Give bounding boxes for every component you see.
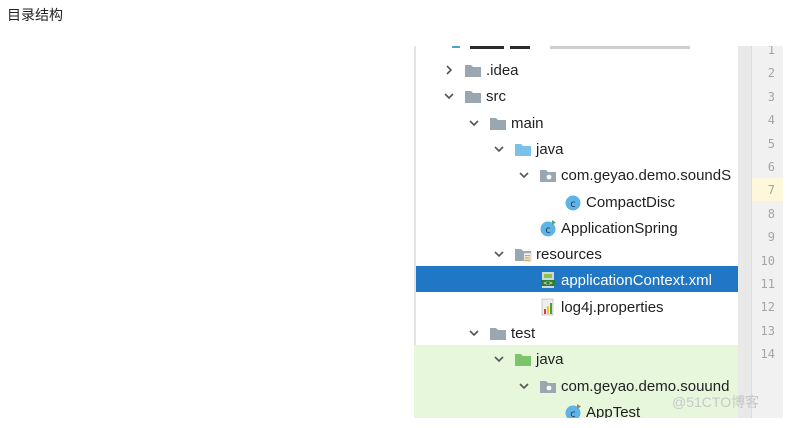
tree-row-label: CompactDisc [586,193,676,211]
properties-file-icon [539,298,557,316]
svg-text:c: c [545,225,551,236]
line-number: 2 [767,66,775,80]
no-chevron [517,221,531,235]
svg-text:c: c [570,199,576,210]
line-number: 1 [767,46,775,57]
test-class-icon: c [564,403,582,418]
tree-row-label: resources [536,245,602,263]
package-icon [539,166,557,184]
tree-row[interactable]: java [414,136,783,162]
svg-text:c: c [570,409,576,418]
test-folder-icon [514,350,532,368]
watermark: @51CTO博客 [672,394,760,410]
tree-row[interactable]: main [414,110,783,136]
line-number: 11 [760,277,775,291]
chevron-right-icon[interactable] [442,63,456,77]
line-number: 9 [767,230,775,244]
xml-file-icon: <> [539,271,557,289]
no-chevron [542,405,556,418]
line-number: 7 [767,183,775,197]
no-chevron [542,195,556,209]
page-heading: 目录结构 [7,7,63,23]
tree-row[interactable]: <> applicationContext.xml [414,267,783,293]
source-folder-icon [514,140,532,158]
folder-icon [464,61,482,79]
chevron-down-icon[interactable] [517,379,531,393]
line-number: 3 [767,90,775,104]
tree-row-label: java [536,140,564,158]
line-number: 14 [760,347,775,361]
tree-row-label: com.geyao.demo.soundS [561,166,732,184]
chevron-down-icon[interactable] [517,168,531,182]
line-number: 10 [760,254,775,268]
tree-row-label: main [511,114,544,132]
tree-row-label: java [536,350,564,368]
cut-off-root-row [450,46,730,49]
tree-row[interactable]: c ApplicationSpring [414,215,783,241]
line-number: 13 [760,324,775,338]
line-number: 12 [760,300,775,314]
tree-row[interactable]: c CompactDisc [414,189,783,215]
line-number: 4 [767,113,775,127]
tree-row[interactable]: java [414,346,783,372]
tree-row[interactable]: resources [414,241,783,267]
tree-row[interactable]: log4j.properties [414,294,783,320]
tree-row[interactable]: com.geyao.demo.souund [414,373,783,399]
svg-text:<>: <> [543,280,553,287]
tree-row[interactable]: src [414,83,766,109]
no-chevron [517,300,531,314]
tree-row[interactable]: test [414,320,783,346]
tree-row[interactable]: com.geyao.demo.soundS [414,162,783,188]
line-number: 8 [767,207,775,221]
test-scope-highlight [414,345,752,418]
tree-row-label: ApplicationSpring [561,219,678,237]
scrollbar-track[interactable] [738,46,751,418]
folder-icon [489,324,507,342]
tree-row-label: src [486,87,506,105]
folder-icon [489,114,507,132]
resources-folder-icon [514,245,532,263]
chevron-down-icon[interactable] [492,247,506,261]
tree-row-label: test [511,324,536,342]
chevron-down-icon[interactable] [467,116,481,130]
tree-row[interactable]: .idea [414,57,766,83]
chevron-down-icon[interactable] [492,352,506,366]
runnable-class-icon: c [539,219,557,237]
class-icon: c [564,193,582,211]
package-icon [539,377,557,395]
line-number: 5 [767,137,775,151]
tree-row[interactable]: c AppTest [414,399,783,418]
line-number: 6 [767,160,775,174]
current-line-marker [752,178,783,201]
folder-icon [464,87,482,105]
chevron-down-icon[interactable] [492,142,506,156]
panel-border [414,46,416,418]
tree-row-label: log4j.properties [561,298,664,316]
no-chevron [517,273,531,287]
selection-highlight [416,266,751,292]
chevron-down-icon[interactable] [467,326,481,340]
tree-row-label: applicationContext.xml [561,271,712,289]
chevron-down-icon[interactable] [442,89,456,103]
tree-row-label: .idea [486,61,519,79]
tree-row-label: AppTest [586,403,641,419]
tree-row-label: com.geyao.demo.souund [561,377,730,395]
